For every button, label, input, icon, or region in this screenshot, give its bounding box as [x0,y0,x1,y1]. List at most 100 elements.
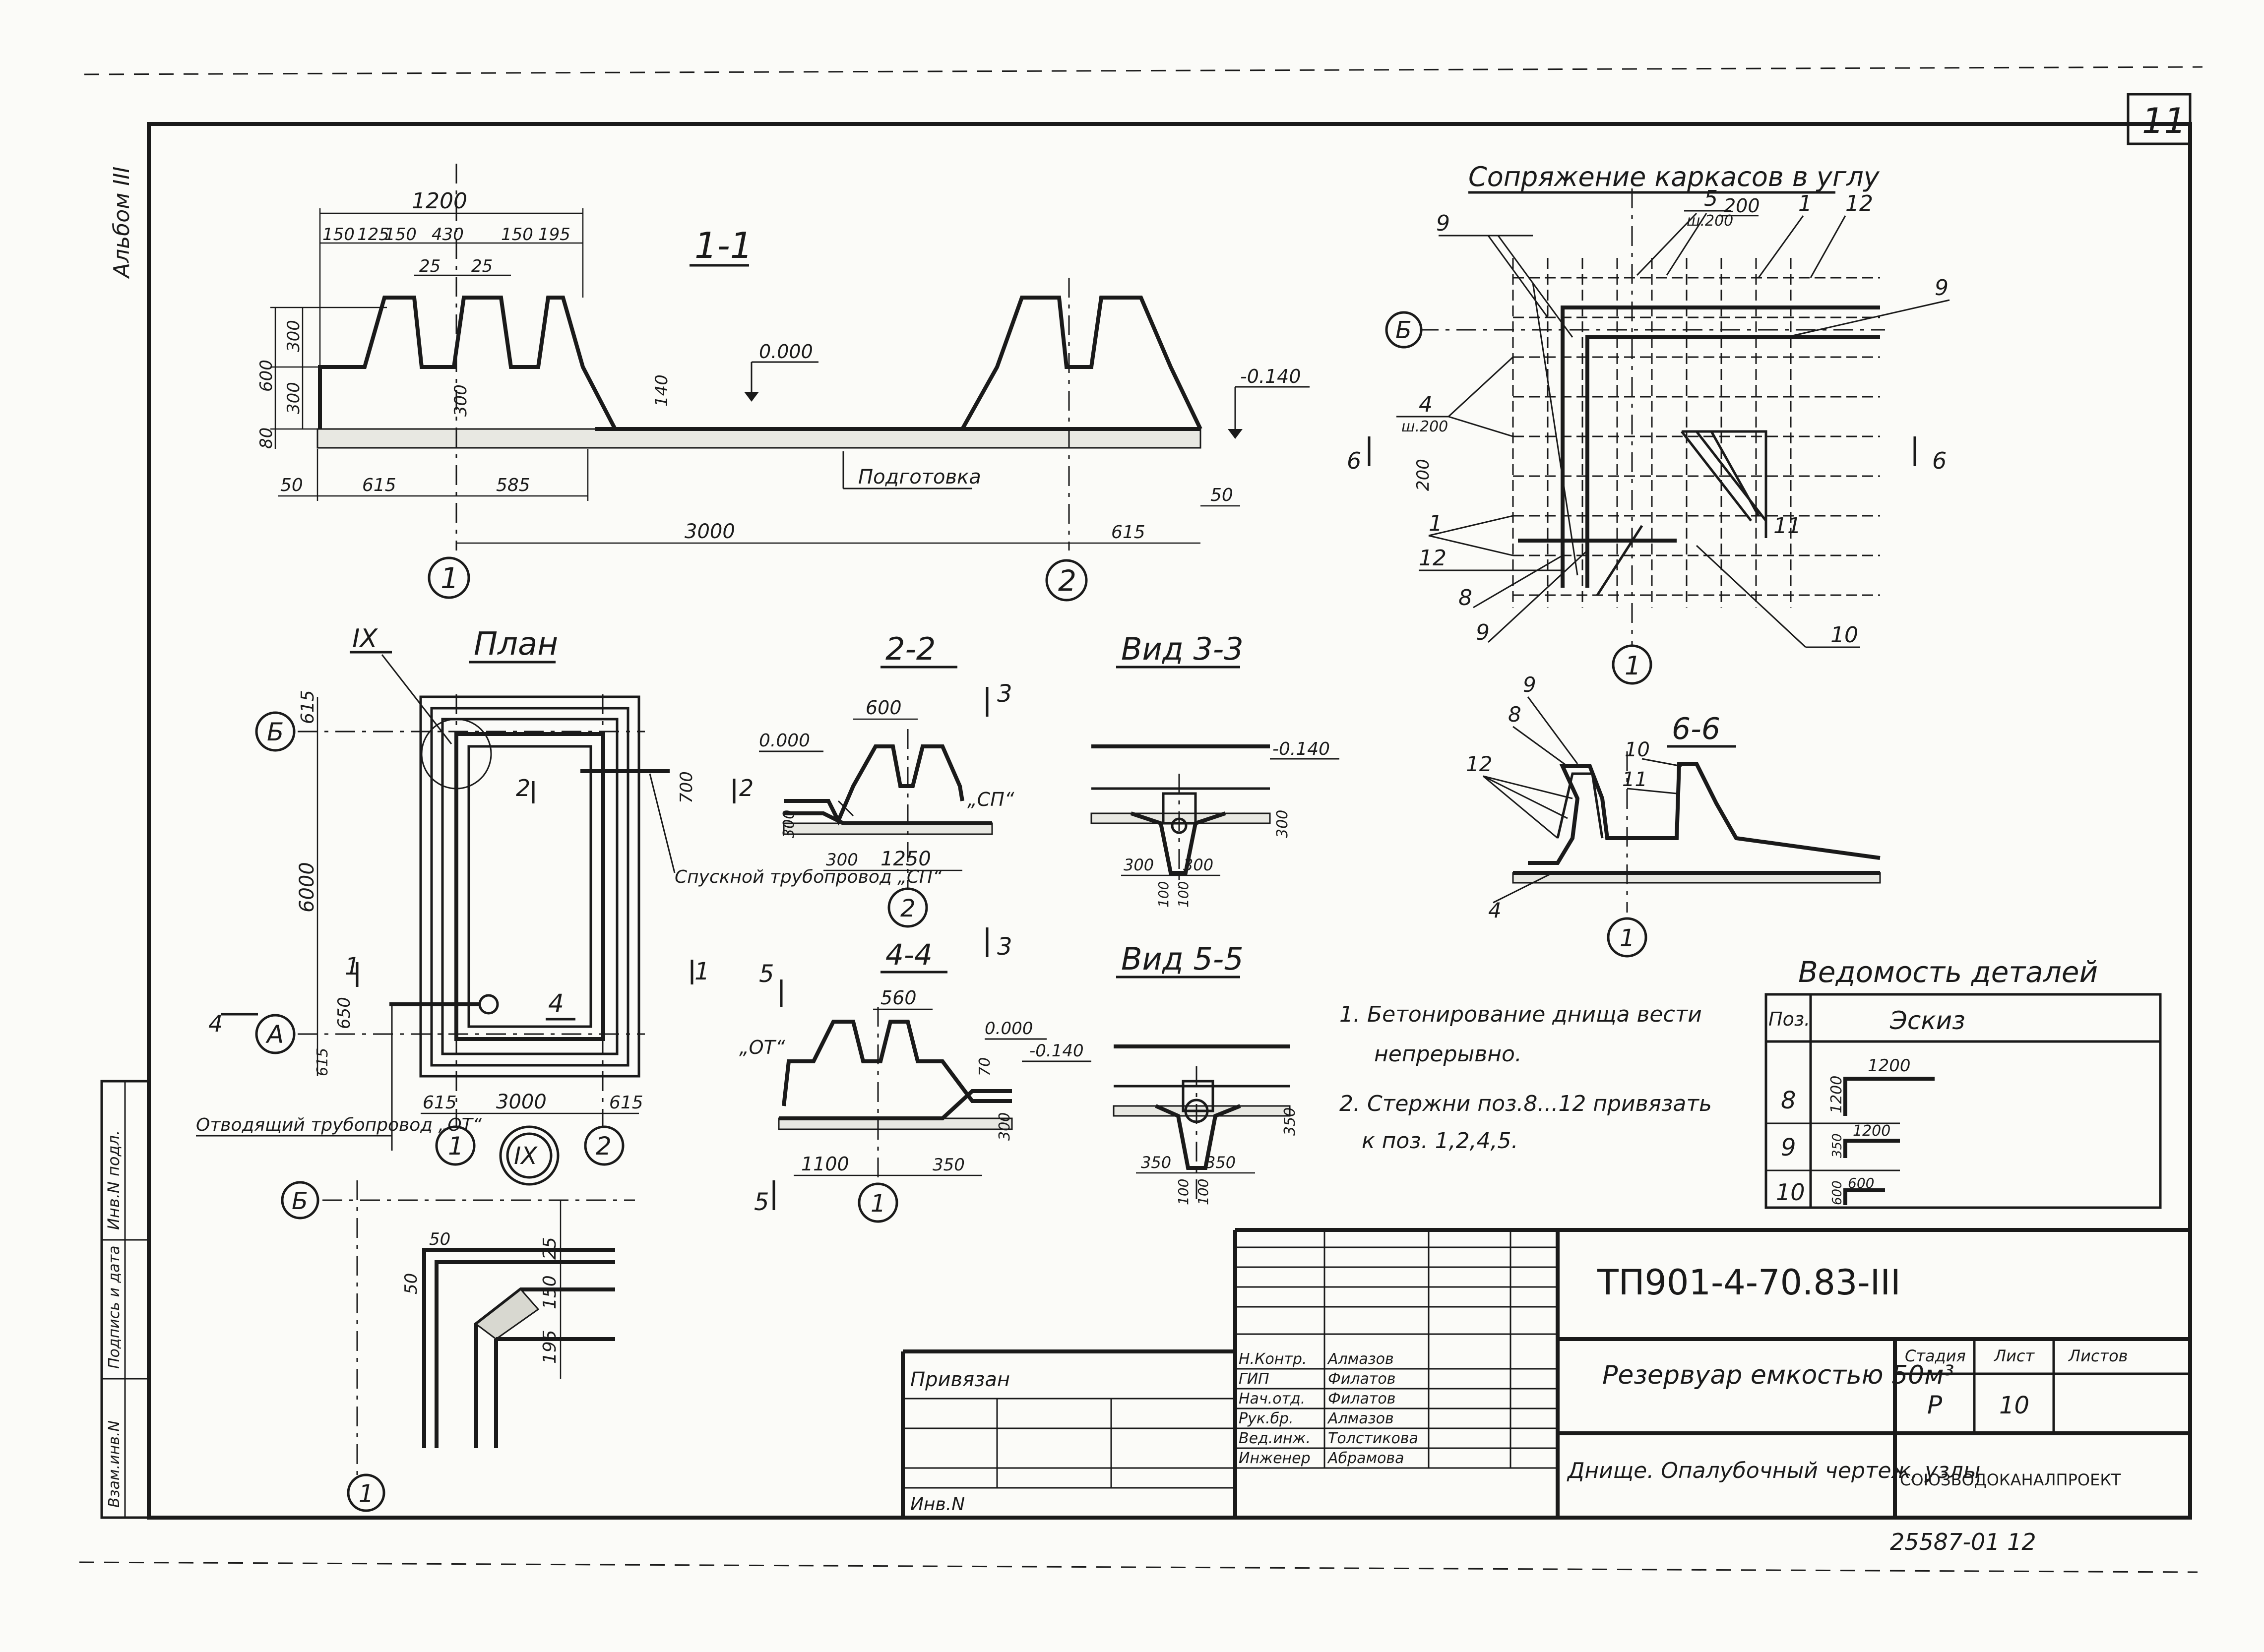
plan-dim-3000: 3000 [496,1091,547,1113]
tb-org: СОЮЗВОДОКАНАЛПРОЕКТ [1900,1470,2121,1489]
tb-bound: Привязан [910,1368,1010,1391]
lbl-5: 5 [1704,186,1718,211]
node-dim-50a: 50 [429,1229,450,1249]
wall-profile-right [960,296,1202,430]
v33-dim-100b: 100 [1175,881,1192,908]
tbl-head-pos: Поз. [1768,1008,1810,1030]
dim-600: 600 [256,360,276,392]
plan-axis-b-marker [255,711,296,752]
dim-25a: 25 [419,256,440,276]
tb-sheets-h: Листов [2068,1346,2128,1365]
s44-dim-300v: 300 [996,1112,1013,1141]
tb-role-0: Н.Контр. [1239,1350,1307,1368]
tb-inv: Инв.N [910,1494,965,1515]
tb-name-0: Алмазов [1327,1350,1394,1368]
dim-300a: 300 [284,320,304,352]
sheet-number: 11 [2142,101,2186,141]
tb-name-5: Абрамова [1327,1450,1404,1467]
node-ix-label: IX [514,1142,538,1170]
tb-object: Резервуар емкостью 50м³ [1602,1360,1954,1390]
archive-number: 25587-01 12 [1890,1529,2036,1555]
plan-cut-4b: 4 [548,989,564,1018]
lbl-200: 200 [1724,195,1760,217]
node-axis-b: Б [292,1187,308,1215]
sheet-frame [147,122,2192,1520]
lbl-4: 4 [1419,392,1433,417]
lbl-cut6-right: 6 [1932,447,1947,474]
lbl-cut6-left: 6 [1347,447,1361,474]
lbl-8: 8 [1458,585,1472,611]
lbl-1: 1 [1798,191,1812,216]
tb-role-3: Рук.бр. [1239,1410,1294,1427]
node-axis-1-marker [347,1473,385,1512]
plan-axis-2: 2 [596,1132,612,1161]
tb-sheet-title: Днище. Опалубочный чертеж, узлы [1567,1458,1981,1483]
tb-name-2: Филатов [1328,1390,1395,1407]
note-1a: 1. Бетонирование днища вести [1339,1002,1702,1027]
s44-level-zero: 0.000 [985,1019,1033,1039]
dim-615a: 615 [362,475,396,495]
tbl-pos-9: 9 [1781,1134,1796,1162]
corner-detail-title: Сопряжение каркасов в углу [1468,161,1880,192]
plan-axis-2-marker [584,1125,625,1166]
v55-dim-350v: 350 [1281,1107,1299,1136]
v55-dim-100a: 100 [1175,1179,1192,1205]
dim-50a: 50 [280,475,303,495]
v55-dim-350b: 350 [1205,1153,1236,1172]
tbl-9-side: 350 [1830,1133,1845,1158]
outer-trim-line-bottom [79,1561,2198,1573]
tb-sheet-h: Лист [1994,1346,2035,1365]
node-ix-marker [499,1125,560,1186]
v55-dim-100b: 100 [1195,1179,1211,1205]
lbl-step4: ш.200 [1401,418,1448,435]
node-axis-1: 1 [359,1480,374,1508]
outer-trim-line [84,66,2203,75]
axis-2-marker [1045,559,1088,602]
tb-role-4: Вед.инж. [1239,1430,1311,1447]
drain-out-label: Отводящий трубопровод „ОТ“ [196,1115,482,1135]
dim-1200: 1200 [412,188,467,214]
tb-role-2: Нач.отд. [1239,1390,1305,1407]
v33-dim-300b: 300 [1183,856,1213,874]
v33-dim-300v: 300 [1274,810,1291,838]
corner-axis-1-marker [1612,644,1652,685]
node-dim-195: 195 [540,1330,560,1364]
dim-80: 80 [256,428,276,449]
dim-195: 195 [538,225,570,245]
section-4-4: 4-4 1 560 1100 350 70 300 0.000 -0.140 „… [739,938,1091,1223]
s44-axis-1: 1 [871,1190,886,1218]
view-5-5: Вид 5-5 350 350 350 100 100 [1113,941,1299,1205]
plan-cut-2: 2 [516,775,530,801]
plan-axis-1: 1 [448,1132,464,1161]
lbl-11: 11 [1773,513,1801,539]
plan-view: План IX Б А 1 2 IX 615 6000 [196,624,942,1186]
dim-300-inner: 300 [451,384,471,417]
plan-axis-a: А [265,1020,284,1049]
plan-dim-615b1: 615 [423,1093,457,1113]
plan-dim-615b2: 615 [609,1093,643,1113]
section-6-6-title: 6-6 [1672,712,1720,746]
lbl-12b: 12 [1419,546,1446,571]
plan-axis-a-marker [255,1014,296,1054]
notes: 1. Бетонирование днища вести непрерывно.… [1339,1002,1712,1154]
s44-dim-1100: 1100 [801,1153,849,1175]
s22-cut-3b: 3 [997,933,1012,961]
s22-dim-1250: 1250 [880,848,931,870]
node-axis-b-marker [281,1181,319,1220]
s22-pipe: „СП“ [967,789,1014,810]
s66-lbl-9: 9 [1523,673,1536,697]
title-block: Привязан Инв.N Н.Контр. Алмазов ГИП Фила… [901,1228,2190,1518]
tb-role-5: Инженер [1239,1450,1311,1467]
s22-dim-600: 600 [866,697,902,719]
lbl-200b: 200 [1413,459,1433,491]
plan-dim-650: 650 [334,997,354,1029]
dim-430: 430 [432,225,464,245]
dim-615b: 615 [1111,522,1145,543]
sheet-number-box [2127,93,2192,145]
tbl-head-sketch: Эскиз [1889,1006,1965,1035]
stamp-inv: Инв.N подл. [104,1130,123,1230]
details-table: Ведомость деталей Поз. Эскиз 8 1200 1200… [1764,955,2162,1209]
axis-2-label: 2 [1058,564,1076,598]
base-prep-layer [316,428,1201,449]
tbl-10-top: 600 [1848,1175,1874,1191]
